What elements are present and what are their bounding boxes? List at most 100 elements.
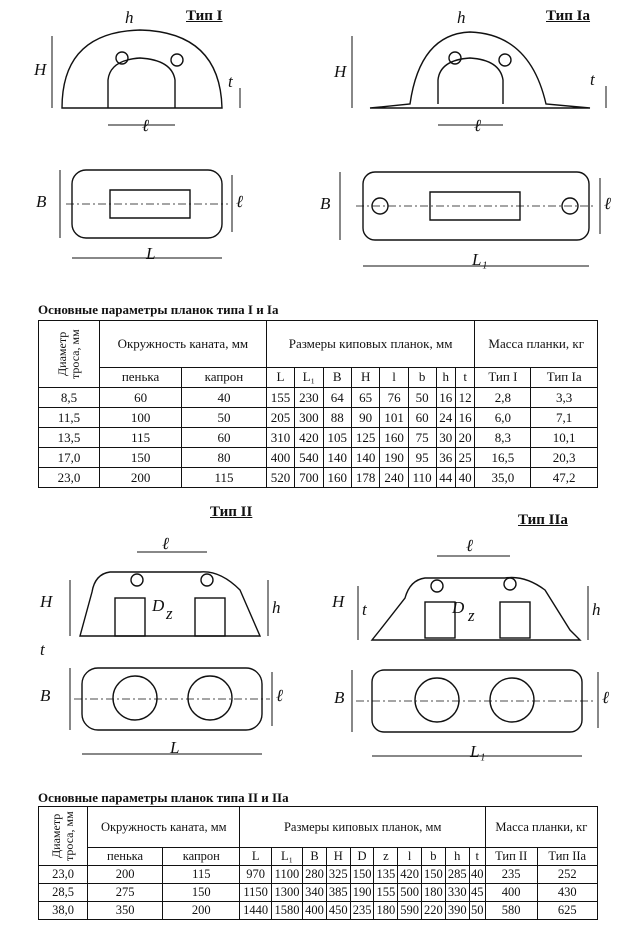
dim-h: h bbox=[125, 8, 134, 27]
type1a-top-view bbox=[339, 171, 601, 267]
dim-h: h bbox=[272, 598, 281, 617]
table-cell: 625 bbox=[536, 901, 598, 920]
table2-subheader: h bbox=[444, 847, 470, 866]
table-cell: 35,0 bbox=[474, 467, 532, 488]
dim-H: H bbox=[40, 592, 53, 611]
table2-subheader: L bbox=[239, 847, 272, 866]
table2-header-mass: Масса планки, кг bbox=[484, 806, 599, 848]
table1-header-sizes: Размеры киповых планок, мм bbox=[265, 320, 476, 368]
table1-subheader: b bbox=[407, 366, 437, 389]
table-cell: 240 bbox=[379, 467, 409, 488]
type1-label: Тип I bbox=[186, 8, 223, 24]
table1-subheader: Тип I bbox=[474, 366, 532, 389]
table-cell: 30 bbox=[435, 427, 456, 448]
dim-h: h bbox=[592, 600, 601, 619]
table-cell: 160 bbox=[322, 467, 352, 488]
table-cell: 125 bbox=[350, 427, 381, 448]
dim-l: ℓ bbox=[162, 534, 170, 553]
table-cell: 23,0 bbox=[38, 467, 100, 488]
table-cell: 330 bbox=[444, 883, 470, 902]
table-cell: 970 bbox=[239, 865, 272, 884]
dim-z: z bbox=[468, 606, 475, 625]
dim-t: t bbox=[362, 600, 367, 619]
type2-front-view bbox=[69, 551, 269, 637]
table-cell: 1100 bbox=[270, 865, 304, 884]
table-cell: 38,0 bbox=[38, 901, 88, 920]
table-cell: 40 bbox=[181, 387, 267, 408]
table1-header-diameter: Диаметр троса, мм bbox=[38, 320, 100, 388]
table-cell: 155 bbox=[265, 387, 296, 408]
type2a-label: Тип IIа bbox=[518, 512, 568, 528]
table-cell: 36 bbox=[435, 447, 456, 468]
table-cell: 140 bbox=[350, 447, 381, 468]
table-cell: 16 bbox=[454, 407, 476, 428]
table-cell: 430 bbox=[536, 883, 598, 902]
dim-H: H bbox=[334, 62, 347, 81]
table-cell: 400 bbox=[302, 901, 327, 920]
table-cell: 16,5 bbox=[474, 447, 532, 468]
table-cell: 20 bbox=[454, 427, 476, 448]
table2-subheader: пенька bbox=[86, 847, 164, 866]
table-cell: 200 bbox=[162, 901, 241, 920]
dim-L1: L₁ bbox=[470, 742, 486, 761]
table2-subheader: t bbox=[468, 847, 486, 866]
table-cell: 590 bbox=[397, 901, 423, 920]
type1-front-view bbox=[51, 29, 241, 126]
table-cell: 700 bbox=[294, 467, 324, 488]
table-cell: 178 bbox=[350, 467, 381, 488]
table-cell: 280 bbox=[302, 865, 327, 884]
table-cell: 540 bbox=[294, 447, 324, 468]
table-cell: 80 bbox=[181, 447, 267, 468]
table-cell: 400 bbox=[484, 883, 538, 902]
table-cell: 17,0 bbox=[38, 447, 100, 468]
table-cell: 1440 bbox=[239, 901, 272, 920]
table2-header-circumference: Окружность каната, мм bbox=[86, 806, 241, 848]
table-cell: 90 bbox=[350, 407, 381, 428]
table-cell: 285 bbox=[444, 865, 470, 884]
table2-subheader: D bbox=[349, 847, 375, 866]
table-cell: 50 bbox=[181, 407, 267, 428]
table-cell: 325 bbox=[325, 865, 351, 884]
type1a-front-view bbox=[351, 31, 607, 126]
table-cell: 580 bbox=[484, 901, 538, 920]
table-cell: 150 bbox=[98, 447, 183, 468]
type2a-front-view bbox=[357, 555, 589, 641]
table-cell: 200 bbox=[86, 865, 164, 884]
dim-z: z bbox=[166, 604, 173, 623]
table2-subheader: l bbox=[397, 847, 423, 866]
table-cell: 140 bbox=[322, 447, 352, 468]
table-cell: 76 bbox=[379, 387, 409, 408]
table-cell: 150 bbox=[421, 865, 446, 884]
table-cell: 50 bbox=[407, 387, 437, 408]
table2-subheader: капрон bbox=[162, 847, 241, 866]
table1-header-circumference: Окружность каната, мм bbox=[99, 320, 267, 368]
dim-L: L bbox=[146, 244, 156, 263]
table-cell: 150 bbox=[162, 883, 241, 902]
table-cell: 13,5 bbox=[38, 427, 100, 448]
table1: Диаметр троса, мм Окружность каната, мм … bbox=[38, 320, 598, 488]
table-cell: 180 bbox=[421, 883, 446, 902]
table-cell: 115 bbox=[162, 865, 241, 884]
table-cell: 500 bbox=[397, 883, 423, 902]
table-cell: 235 bbox=[484, 865, 538, 884]
table-cell: 2,8 bbox=[474, 387, 532, 408]
table2-subheader: B bbox=[302, 847, 327, 866]
table-cell: 110 bbox=[407, 467, 437, 488]
type2-label: Тип II bbox=[210, 504, 253, 520]
dim-t: t bbox=[228, 72, 233, 91]
table-cell: 520 bbox=[265, 467, 296, 488]
type1a-label: Тип Iа bbox=[546, 8, 591, 24]
table-cell: 95 bbox=[407, 447, 437, 468]
dim-h: h bbox=[457, 8, 466, 27]
table2-subheader: Тип II bbox=[484, 847, 538, 866]
dim-b: ℓ bbox=[602, 688, 610, 707]
table-cell: 275 bbox=[86, 883, 164, 902]
table-cell: 20,3 bbox=[530, 447, 598, 468]
dim-l: ℓ bbox=[466, 536, 474, 555]
table-cell: 8,3 bbox=[474, 427, 532, 448]
dim-H: H bbox=[332, 592, 345, 611]
